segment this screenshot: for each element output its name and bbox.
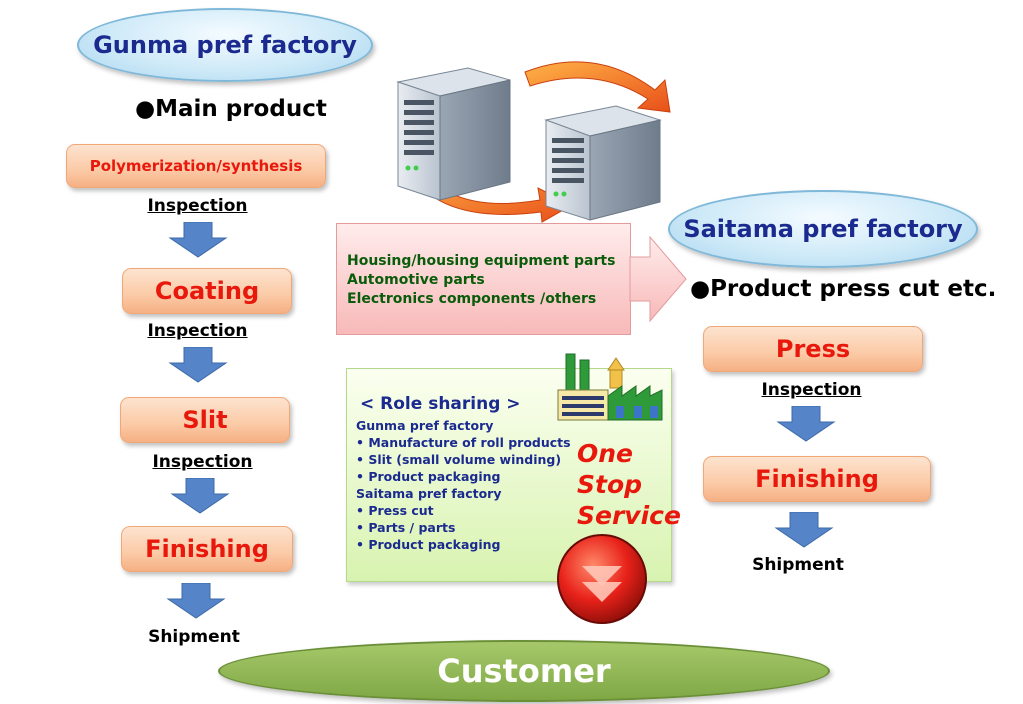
down-arrow-icon <box>168 347 228 383</box>
product-line: Automotive parts <box>347 272 485 288</box>
down-arrow-icon <box>168 222 228 258</box>
inspection-label: Inspection <box>152 452 253 472</box>
step-finishing: Finishing <box>703 456 931 502</box>
role-line: Gunma pref factory <box>356 418 494 433</box>
role-sharing-list: Gunma pref factory • Manufacture of roll… <box>356 417 571 553</box>
one-stop-word: Service <box>577 501 681 530</box>
down-arrow-icon <box>170 478 230 514</box>
shipment-label: Shipment <box>148 627 240 647</box>
gunma-main-product-label: ●Main product <box>135 96 327 122</box>
customer-ellipse: Customer <box>218 640 830 702</box>
shipment-label: Shipment <box>752 555 844 575</box>
role-line: • Product packaging <box>356 537 501 552</box>
product-line: Electronics components /others <box>347 291 597 307</box>
down-arrow-icon <box>776 406 836 442</box>
role-line: • Press cut <box>356 503 434 518</box>
products-list: Housing/housing equipment parts Automoti… <box>347 252 615 309</box>
role-line: • Slit (small volume winding) <box>356 452 562 467</box>
saitama-factory-title: Saitama pref factory <box>668 190 978 268</box>
role-line: • Product packaging <box>356 469 501 484</box>
step-slit: Slit <box>120 397 290 443</box>
product-line: Housing/housing equipment parts <box>347 253 616 269</box>
role-sharing-title: < Role sharing > <box>360 394 521 414</box>
down-button-icon <box>557 534 647 624</box>
saitama-product-label: ●Product press cut etc. <box>690 276 997 302</box>
role-line: • Parts / parts <box>356 520 456 535</box>
server-cycle-icon <box>396 61 671 223</box>
gunma-factory-title: Gunma pref factory <box>77 8 373 82</box>
one-stop-word: One <box>577 439 634 468</box>
inspection-label: Inspection <box>147 321 248 341</box>
inspection-label: Inspection <box>147 196 248 216</box>
step-press: Press <box>703 326 923 372</box>
factory-icon <box>557 353 663 421</box>
inspection-label: Inspection <box>761 380 862 400</box>
step-finishing: Finishing <box>121 526 293 572</box>
one-stop-service-text: One Stop Service <box>577 438 681 531</box>
role-line: Saitama pref factory <box>356 486 502 501</box>
one-stop-word: Stop <box>577 470 643 499</box>
step-polymerization: Polymerization/synthesis <box>66 144 326 188</box>
products-arrow-shape <box>336 223 687 335</box>
down-arrow-icon <box>166 583 226 619</box>
step-coating: Coating <box>122 268 292 314</box>
down-arrow-icon <box>774 512 834 548</box>
role-line: • Manufacture of roll products <box>356 435 571 450</box>
